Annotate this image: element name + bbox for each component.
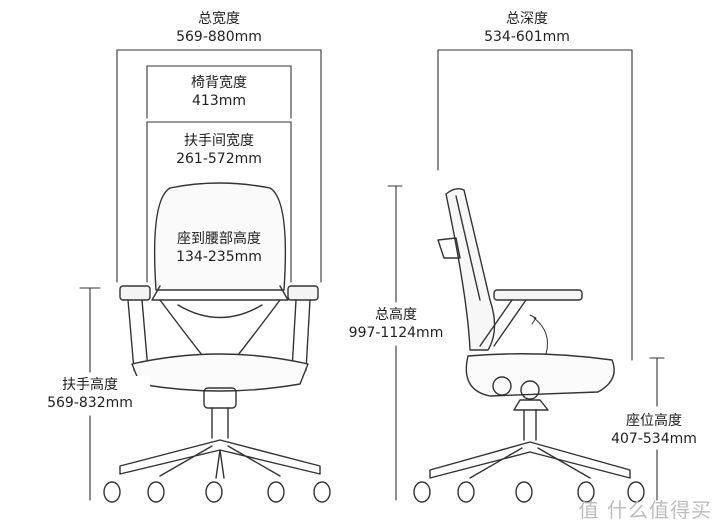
backrest-width-title: 椅背宽度 <box>191 75 247 91</box>
front-dimension-lines <box>79 49 322 501</box>
armrest-spacing-label: 扶手间宽度 261-572mm <box>164 132 274 168</box>
backrest-width-label: 椅背宽度 413mm <box>169 74 269 110</box>
side-dimension-lines <box>387 49 665 501</box>
overall-width-title: 总宽度 <box>198 11 240 27</box>
lumbar-height-value: 134-235mm <box>176 249 262 265</box>
overall-width-label: 总宽度 569-880mm <box>169 10 269 46</box>
seat-height-title: 座位高度 <box>626 413 682 429</box>
seat-height-label: 座位高度 407-534mm <box>594 412 714 448</box>
overall-depth-value: 534-601mm <box>484 29 570 45</box>
overall-depth-label: 总深度 534-601mm <box>477 10 577 46</box>
armrest-spacing-value: 261-572mm <box>176 151 262 167</box>
overall-height-title: 总高度 <box>375 307 417 323</box>
front-chair <box>103 182 331 503</box>
watermark: 值 什么值得买 <box>578 498 712 522</box>
overall-height-label: 总高度 997-1124mm <box>332 306 460 342</box>
lumbar-height-label: 座到腰部高度 134-235mm <box>159 230 279 266</box>
overall-depth-title: 总深度 <box>506 11 548 27</box>
side-casters <box>413 481 645 503</box>
seat-height-value: 407-534mm <box>611 431 697 447</box>
armrest-height-label: 扶手高度 569-832mm <box>30 376 150 412</box>
front-casters <box>103 481 331 503</box>
lumbar-height-title: 座到腰部高度 <box>177 231 261 247</box>
backrest-width-value: 413mm <box>192 93 246 109</box>
side-chair <box>413 187 645 503</box>
armrest-height-title: 扶手高度 <box>62 377 118 393</box>
armrest-height-value: 569-832mm <box>47 395 133 411</box>
armrest-spacing-title: 扶手间宽度 <box>184 133 254 149</box>
overall-height-value: 997-1124mm <box>348 325 444 341</box>
overall-width-value: 569-880mm <box>176 29 262 45</box>
